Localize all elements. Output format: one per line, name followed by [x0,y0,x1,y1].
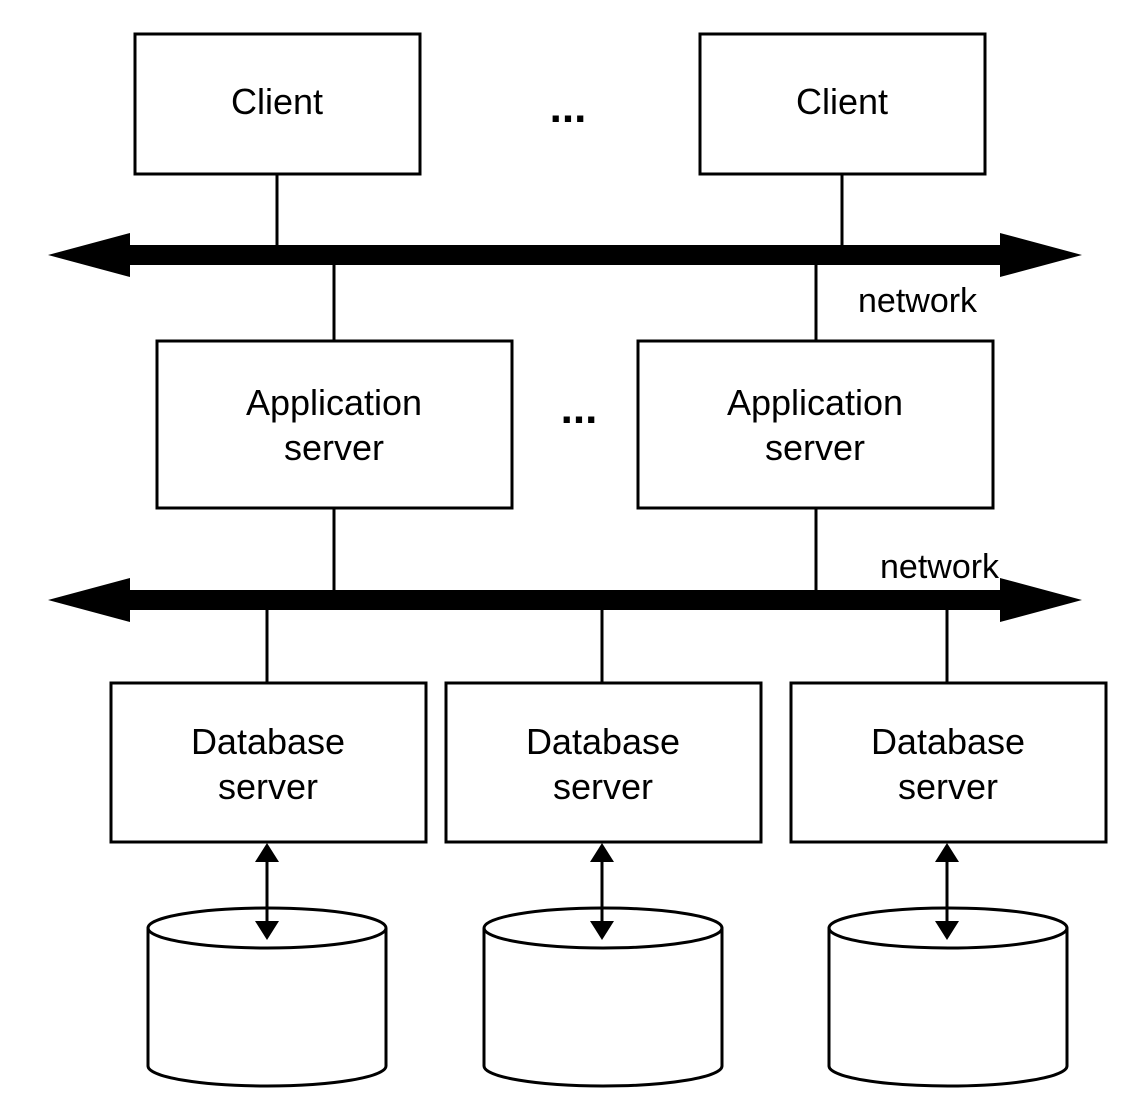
database-cylinder-1 [146,906,388,1088]
app-server-label-line2: server [284,427,384,468]
client-ellipsis: ... [550,83,587,132]
client-box-2: Client [698,32,987,176]
db-server-box-3: Database server [789,681,1108,844]
db-server-box-1: Database server [109,681,428,844]
network-bus-1 [48,233,1082,277]
db-link-arrow-3 [935,843,959,940]
client-box-1: Client [133,32,422,176]
db-server-label-line1: Database [871,721,1025,762]
app-server-box-2: Application server [636,339,995,510]
db-server-label-line1: Database [526,721,680,762]
app-server-label-line1: Application [246,382,422,423]
app-server-label-line2: server [765,427,865,468]
db-server-label-line2: server [898,766,998,807]
db-server-label-line2: server [218,766,318,807]
network-bus-2 [48,578,1082,622]
app-server-box-1: Application server [155,339,514,510]
app-server-label-line1: Application [727,382,903,423]
network-label-1: network [858,282,978,320]
client-label: Client [231,81,323,122]
db-server-label-line1: Database [191,721,345,762]
network-label-2: network [880,548,1000,586]
db-link-arrow-1 [255,843,279,940]
app-server-ellipsis: ... [561,384,598,433]
db-link-arrow-2 [590,843,614,940]
db-server-box-2: Database server [444,681,763,844]
client-label: Client [796,81,888,122]
db-server-label-line2: server [553,766,653,807]
